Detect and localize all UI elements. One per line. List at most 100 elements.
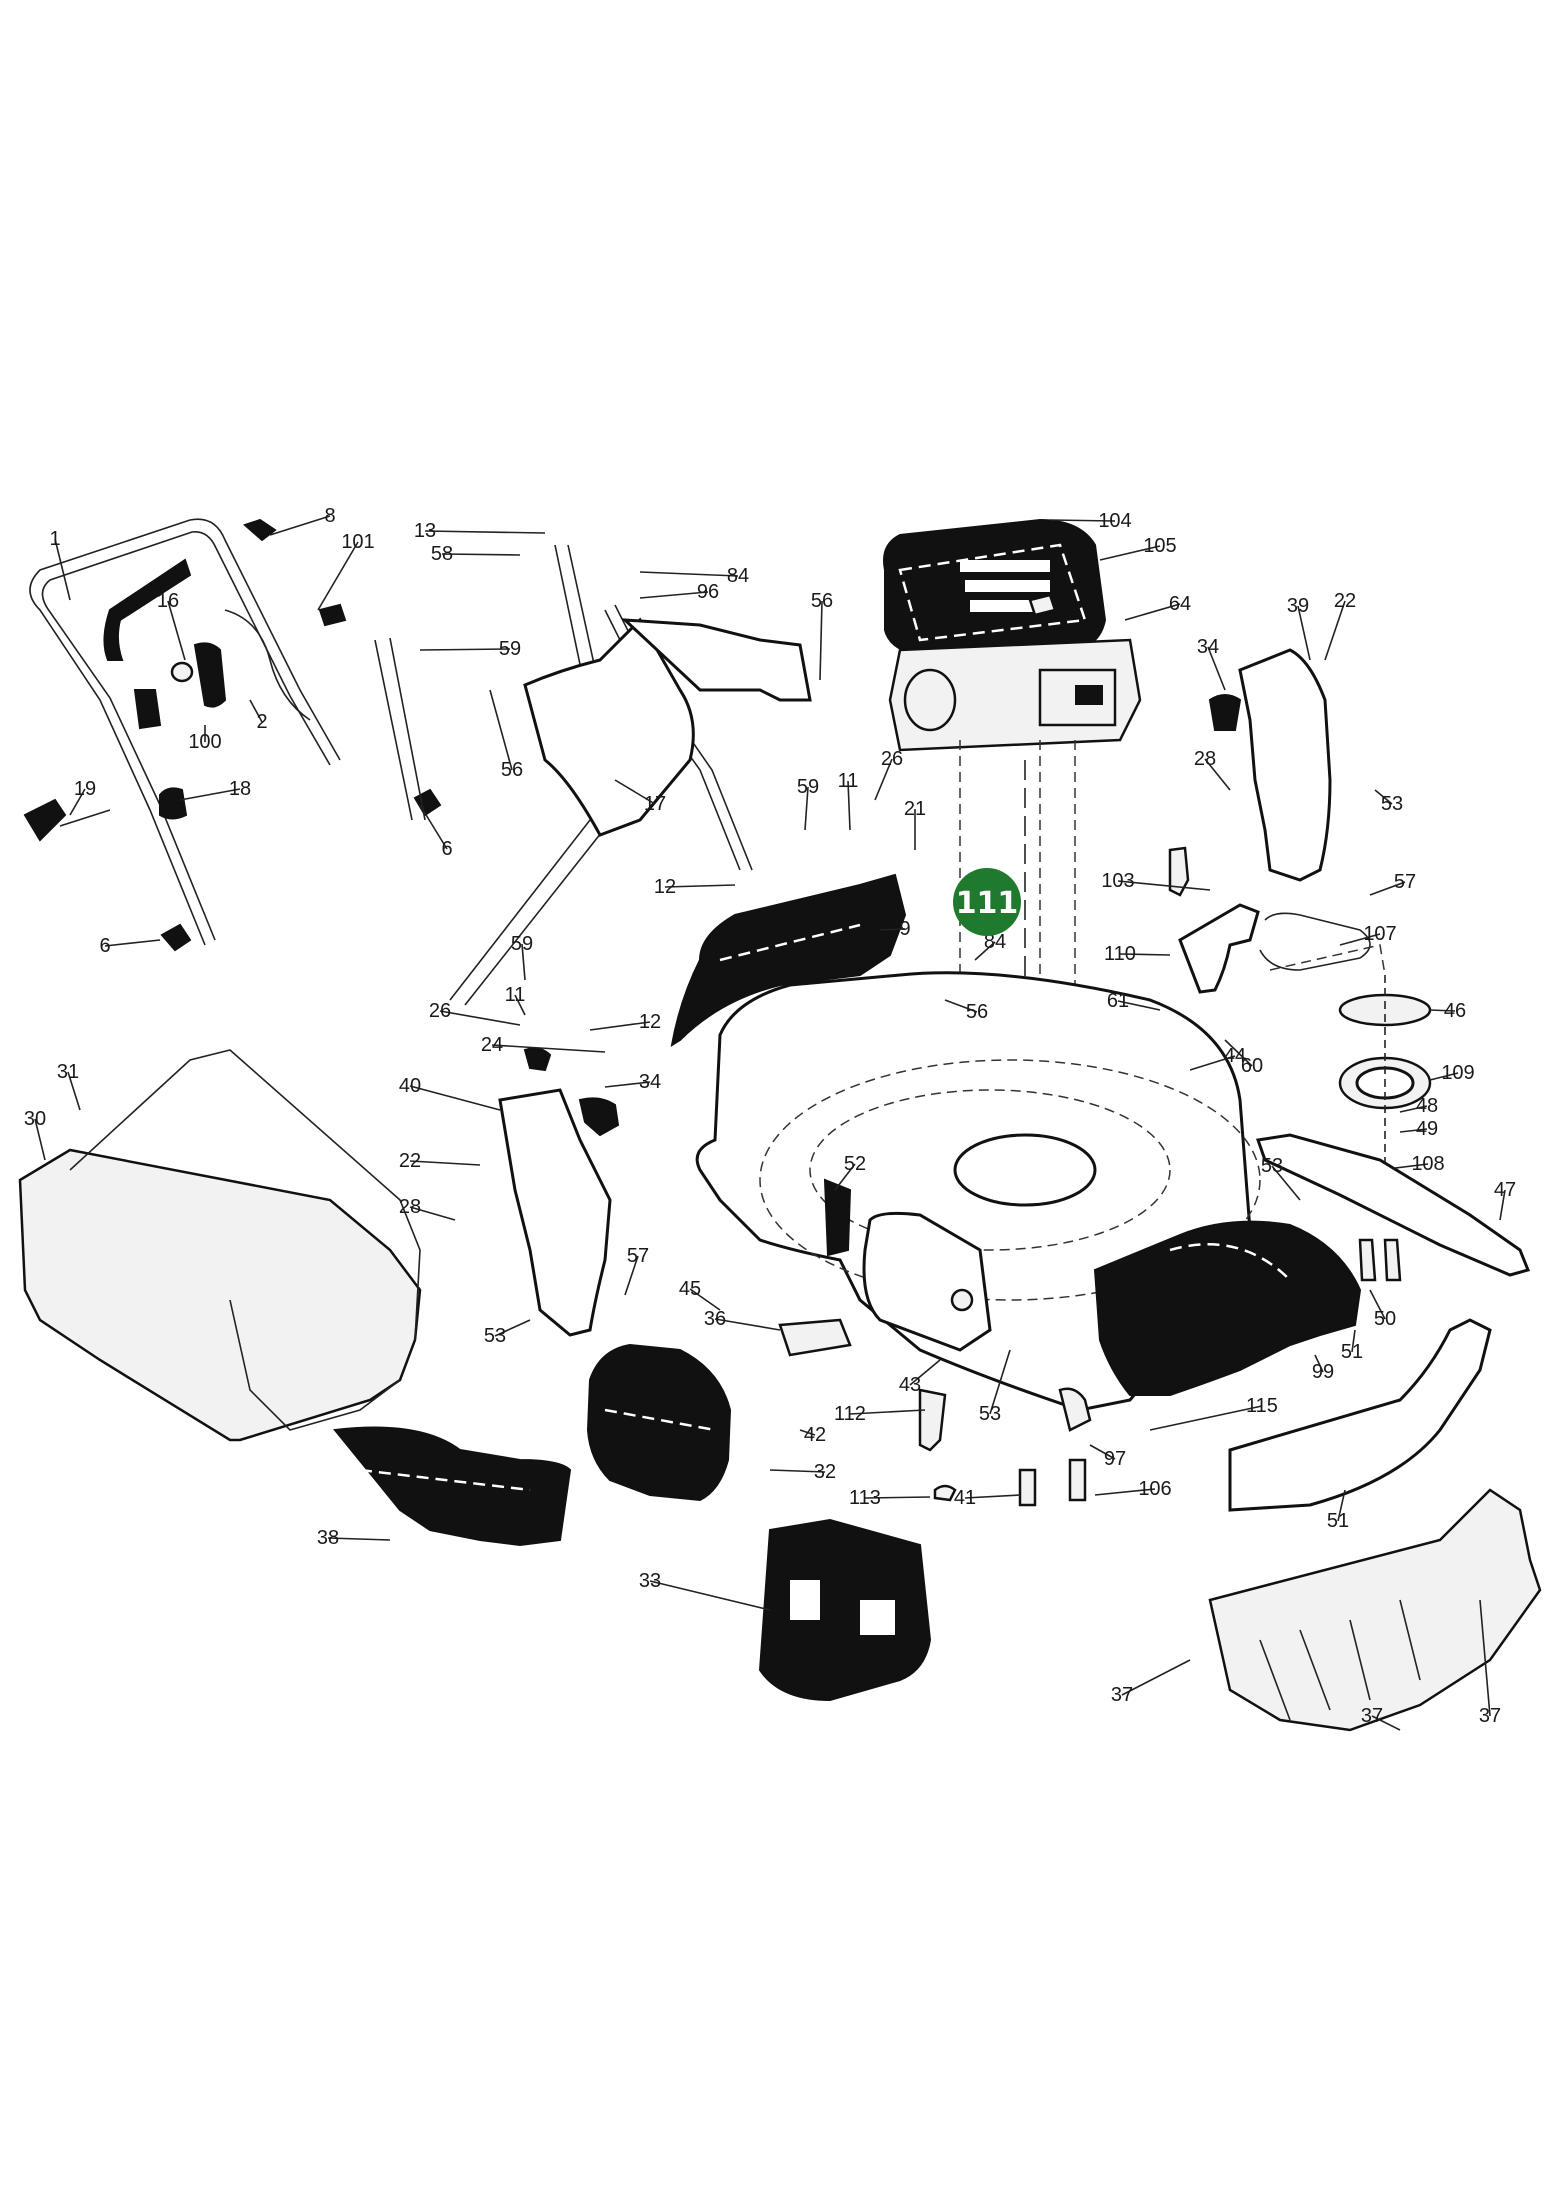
callout-leader — [799, 1429, 816, 1436]
callout-leader — [1204, 758, 1231, 791]
callout-label-84: 84 — [984, 931, 1006, 953]
callout-leader — [439, 1010, 521, 1026]
callout-leader — [639, 591, 709, 599]
callout-label-57: 57 — [1394, 871, 1416, 893]
callout-leader — [639, 571, 739, 577]
callout-leader — [1124, 603, 1181, 621]
callout-leader — [819, 600, 823, 681]
mulch-plug — [758, 1518, 932, 1702]
callout-leader — [614, 779, 656, 805]
callout-label-49: 49 — [1416, 1118, 1438, 1140]
callout-label-22: 22 — [1334, 590, 1356, 612]
callout-label-110: 110 — [1104, 943, 1136, 965]
callout-leader — [689, 1288, 721, 1311]
callout-label-99: 99 — [1312, 1361, 1334, 1383]
callout-label-50: 50 — [1374, 1308, 1396, 1330]
callout-label-61: 61 — [1107, 990, 1129, 1012]
callout-leader — [1337, 1489, 1346, 1522]
callout-leader — [874, 758, 893, 801]
callout-leader — [1394, 1163, 1429, 1169]
callout-label-31: 31 — [57, 1061, 79, 1083]
callout-leader — [67, 1071, 81, 1111]
callout-leader — [327, 1537, 391, 1541]
callout-label-9: 9 — [899, 918, 910, 940]
callout-leader — [847, 780, 851, 831]
callout-leader — [104, 939, 161, 947]
callout-label-30: 30 — [24, 1108, 46, 1130]
callout-label-112: 112 — [834, 1403, 866, 1425]
callout-leader — [317, 541, 359, 611]
callout-leader — [864, 1496, 931, 1499]
highlight-badge-111[interactable]: 111 — [953, 868, 1021, 936]
callout-label-16: 16 — [157, 590, 179, 612]
callout-label-47: 47 — [1494, 1179, 1516, 1201]
callout-label-51: 51 — [1327, 1510, 1349, 1532]
callout-label-6: 6 — [441, 838, 452, 860]
callout-leader — [1374, 789, 1393, 805]
callout-label-64: 64 — [1169, 593, 1191, 615]
callout-label-1: 1 — [49, 528, 60, 550]
callout-label-38: 38 — [317, 1527, 339, 1549]
callout-leader — [1399, 1128, 1428, 1133]
callout-label-53: 53 — [1261, 1155, 1283, 1177]
upper-handle — [23, 518, 442, 952]
callout-leader — [179, 788, 241, 801]
callout-label-60: 60 — [1241, 1055, 1263, 1077]
callout-leader — [664, 884, 736, 888]
callout-label-17: 17 — [644, 793, 666, 815]
callout-leader — [624, 1255, 639, 1296]
callout-label-52: 52 — [844, 1153, 866, 1175]
callout-leader — [424, 530, 546, 534]
callout-label-34: 34 — [1197, 636, 1219, 658]
callout-label-96: 96 — [697, 581, 719, 603]
callout-leader — [249, 699, 263, 723]
callout-label-11: 11 — [505, 984, 526, 1006]
callout-leader — [409, 1206, 456, 1221]
callout-label-113: 113 — [849, 1487, 881, 1509]
callout-label-45: 45 — [679, 1278, 701, 1300]
callout-label-37: 37 — [1361, 1705, 1383, 1727]
callout-label-28: 28 — [399, 1196, 421, 1218]
callout-label-24: 24 — [481, 1034, 503, 1056]
callout-label-109: 109 — [1441, 1062, 1474, 1084]
callout-label-103: 103 — [1101, 870, 1134, 892]
callout-label-101: 101 — [341, 531, 374, 553]
callout-label-59: 59 — [797, 776, 819, 798]
callout-leader — [1149, 1405, 1263, 1431]
callout-label-108: 108 — [1411, 1153, 1444, 1175]
callout-label-18: 18 — [229, 778, 251, 800]
callout-label-39: 39 — [1287, 595, 1309, 617]
callout-leader — [69, 788, 86, 816]
callout-label-40: 40 — [399, 1075, 421, 1097]
callout-label-53: 53 — [979, 1403, 1001, 1425]
callout-leader — [1369, 881, 1406, 896]
callout-leader — [167, 600, 186, 661]
callout-leader — [409, 1085, 501, 1111]
callout-label-107: 107 — [1363, 923, 1396, 945]
callout-label-59: 59 — [511, 933, 533, 955]
callout-leader — [769, 1469, 826, 1473]
callout-label-26: 26 — [429, 1000, 451, 1022]
callout-label-8: 8 — [324, 505, 335, 527]
callout-label-2: 2 — [256, 711, 267, 733]
callout-label-105: 105 — [1143, 535, 1176, 557]
callout-leader — [1117, 880, 1211, 891]
callout-label-115: 115 — [1246, 1395, 1278, 1417]
callout-leader — [879, 928, 906, 931]
callout-leader — [649, 1580, 771, 1611]
callout-leader — [1119, 953, 1171, 956]
callout-label-104: 104 — [1098, 510, 1131, 532]
callout-leader — [849, 1409, 926, 1415]
callout-label-48: 48 — [1416, 1095, 1438, 1117]
callout-label-84: 84 — [727, 565, 749, 587]
callout-label-12: 12 — [639, 1011, 661, 1033]
callout-label-37: 37 — [1479, 1705, 1501, 1727]
callout-leader — [834, 1163, 856, 1191]
callout-label-46: 46 — [1444, 1000, 1466, 1022]
callout-leader — [409, 1160, 481, 1166]
highlight-circle[interactable] — [953, 868, 1021, 936]
engine-assembly — [883, 518, 1142, 1190]
callout-leader — [804, 786, 809, 831]
